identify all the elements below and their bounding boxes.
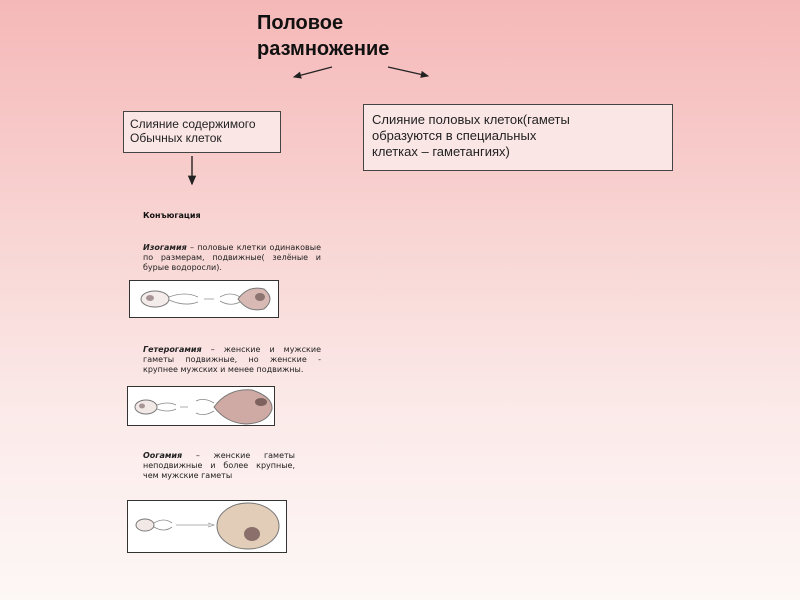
left-box-line1: Слияние содержимого [130, 117, 256, 131]
heterogamy-term: Гетерогамия [143, 345, 202, 354]
isogamy-term: Изогамия [143, 243, 187, 252]
heterogamy-illustration [127, 386, 275, 426]
isogamy-description: – половые клетки одинаковые по размерам,… [143, 243, 321, 272]
heterogamy-gametes-drawing [134, 389, 273, 425]
right-box-line1: Слияние половых клеток(гаметы [372, 112, 570, 127]
oogamy-description: – женские гаметы неподвижные и более кру… [143, 451, 295, 480]
page-title: Половое размножение [257, 12, 390, 60]
fusion-ordinary-cells-box: Слияние содержимого Обычных клеток [123, 111, 281, 153]
right-box-line3: клетках – гаметангиях) [372, 144, 510, 159]
oogamy-gametes-drawing [135, 502, 280, 550]
fusion-gametes-box: Слияние половых клеток(гаметы образуются… [363, 104, 673, 171]
right-box-line2: образуются в специальных [372, 128, 537, 143]
arrow-right [387, 66, 430, 78]
isogamy-gametes-drawing [140, 287, 271, 311]
oogamy-term: Оогамия [143, 451, 183, 460]
isogamy-text: Изогамия – половые клетки одинаковые по … [143, 243, 321, 273]
oogamy-illustration [127, 500, 287, 553]
left-box-line2: Обычных клеток [130, 131, 222, 145]
arrow-left [292, 66, 333, 79]
oogamy-text: Оогамия – женские гаметы неподвижные и б… [143, 451, 295, 481]
isogamy-illustration [129, 280, 279, 318]
conjugation-heading: Конъюгация [143, 211, 201, 220]
heterogamy-text: Гетерогамия – женские и мужские гаметы п… [143, 345, 321, 375]
heterogamy-description: – женские и мужские гаметы подвижные, но… [143, 345, 321, 374]
